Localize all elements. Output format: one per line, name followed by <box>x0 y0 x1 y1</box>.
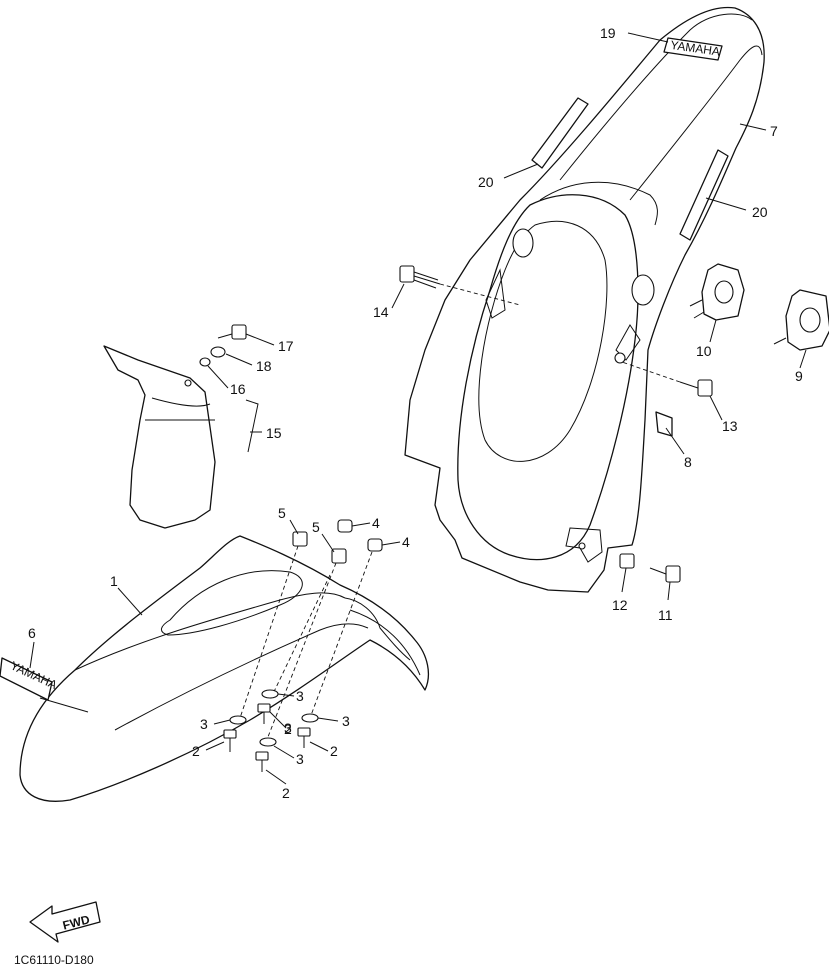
plate-bracket-10[interactable] <box>689 263 745 321</box>
front-decal-yamaha[interactable]: YAMAHA <box>0 657 59 701</box>
bolt-2c[interactable] <box>297 727 311 748</box>
callout-3b: 3 <box>296 688 304 704</box>
bolt-17[interactable] <box>217 324 247 340</box>
collar-5b[interactable] <box>331 548 347 564</box>
callout-20b: 20 <box>752 204 768 220</box>
callout-15: 15 <box>266 425 282 441</box>
washer-18[interactable] <box>210 346 226 358</box>
fwd-arrow-icon: FWD <box>29 901 101 943</box>
callout-2b: 2 <box>284 721 292 737</box>
washer-3b[interactable] <box>261 689 279 699</box>
callout-11: 11 <box>658 607 673 623</box>
washer-3d[interactable] <box>259 737 277 747</box>
callout-16: 16 <box>230 381 246 397</box>
grommet-4b[interactable] <box>367 538 383 552</box>
callout-1: 1 <box>110 573 118 589</box>
callout-4a: 4 <box>372 515 380 531</box>
callout-3e: 3 <box>284 720 292 736</box>
front-fender[interactable] <box>19 535 429 802</box>
leader-lines <box>29 32 807 785</box>
rear-fender[interactable] <box>404 6 765 593</box>
grommet-4a[interactable] <box>337 519 353 533</box>
callout-14: 14 <box>373 304 389 320</box>
bolt-2d[interactable] <box>255 751 269 772</box>
drawing-code: 1C61110-D180 <box>14 953 94 967</box>
bolt-13[interactable] <box>679 379 713 397</box>
callout-9: 9 <box>795 368 803 384</box>
bolt-2b[interactable] <box>257 703 271 724</box>
callout-5b: 5 <box>312 519 320 535</box>
callout-6: 6 <box>28 625 36 641</box>
callout-19: 19 <box>600 25 616 41</box>
bolt-2a[interactable] <box>223 729 237 752</box>
bolt-11[interactable] <box>649 565 681 583</box>
collar-nut-12[interactable] <box>619 553 635 569</box>
callout-10: 10 <box>696 343 712 359</box>
callout-2d: 2 <box>282 785 290 801</box>
callout-2c: 2 <box>330 743 338 759</box>
callout-12: 12 <box>612 597 628 613</box>
callout-8: 8 <box>684 454 692 470</box>
callout-17: 17 <box>278 338 294 354</box>
plate-bracket-9[interactable] <box>773 289 829 351</box>
callout-18: 18 <box>256 358 272 374</box>
svg-text:YAMAHA: YAMAHA <box>670 38 721 59</box>
mud-flap[interactable] <box>103 345 216 529</box>
callout-20a: 20 <box>478 174 494 190</box>
callout-3a: 3 <box>200 716 208 732</box>
bolt-14[interactable] <box>399 265 441 289</box>
callout-7: 7 <box>770 123 778 139</box>
collar-16[interactable] <box>199 357 211 367</box>
callout-13: 13 <box>722 418 738 434</box>
callout-4b: 4 <box>402 534 410 550</box>
washer-3a[interactable] <box>229 715 247 725</box>
washer-3c[interactable] <box>301 713 319 723</box>
side-decal-a[interactable] <box>531 97 589 169</box>
callout-3c: 3 <box>342 713 350 729</box>
svg-text:FWD: FWD <box>61 912 91 932</box>
rear-decal-yamaha[interactable]: YAMAHA <box>663 37 723 61</box>
callout-3d: 3 <box>296 751 304 767</box>
side-decal-b[interactable] <box>679 149 729 241</box>
callout-2a: 2 <box>192 743 200 759</box>
callout-5a: 5 <box>278 505 286 521</box>
callouts: 19 7 20 20 14 10 9 17 18 16 15 13 8 5 5 … <box>28 25 803 801</box>
collar-5a[interactable] <box>292 531 308 547</box>
